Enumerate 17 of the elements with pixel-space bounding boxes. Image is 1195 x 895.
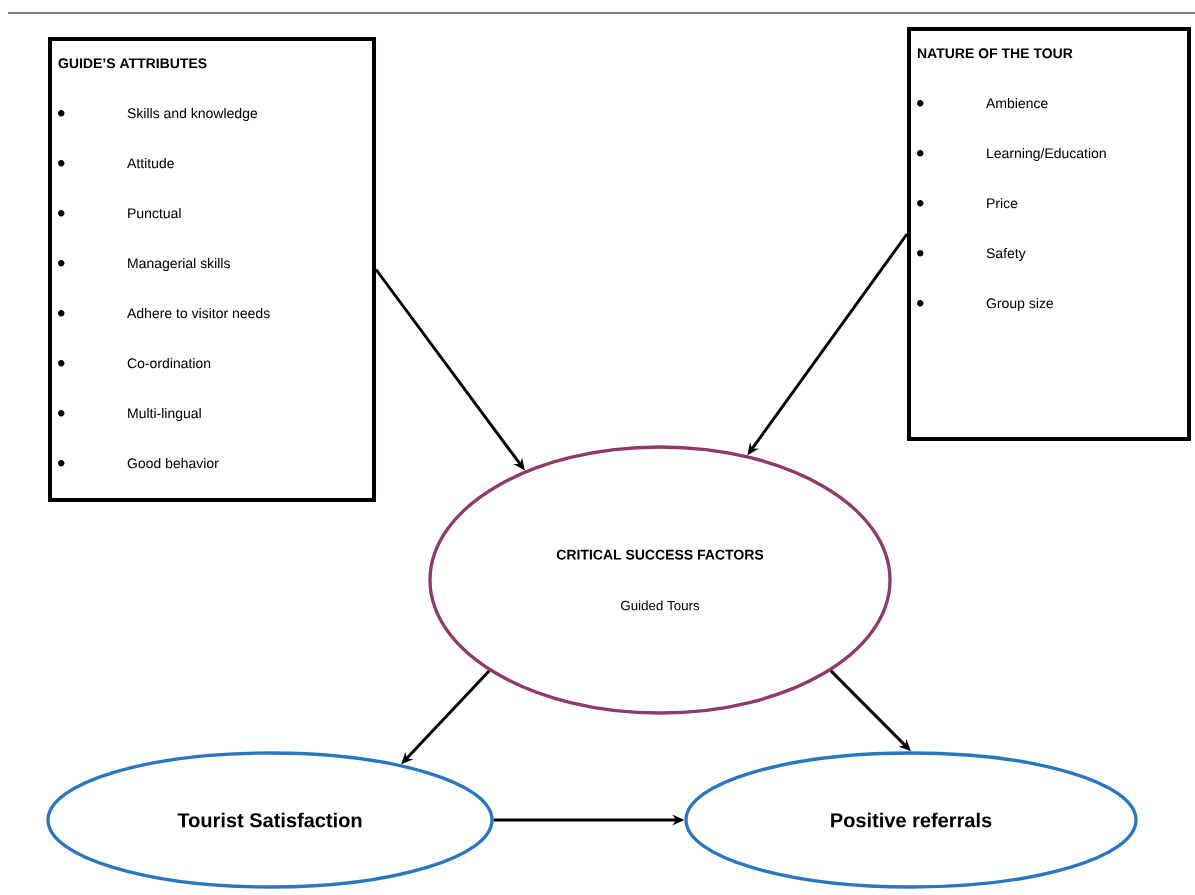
list-item: Adhere to visitor needs [127, 307, 270, 319]
list-item: Attitude [127, 157, 174, 169]
list-item: Managerial skills [128, 257, 230, 271]
list-item: Ambience [986, 97, 1048, 109]
list-item: Safety [986, 248, 1026, 261]
list-item: Punctual [128, 207, 181, 219]
box-heading: NATURE OF THE TOUR [917, 48, 1073, 59]
list-item: Skills and knowledge [127, 107, 258, 121]
list-item: Co-ordination [127, 357, 211, 369]
list-item: Price [987, 197, 1018, 209]
list-item: Learning/Education [987, 147, 1106, 161]
list-item: Group size [986, 297, 1054, 311]
list-item: Multi-lingual [128, 407, 201, 421]
list-item: Good behavior [127, 457, 219, 469]
list-box [907, 27, 1191, 441]
box-heading: GUIDE’S ATTRIBUTES [58, 58, 207, 69]
list-box [48, 37, 376, 502]
